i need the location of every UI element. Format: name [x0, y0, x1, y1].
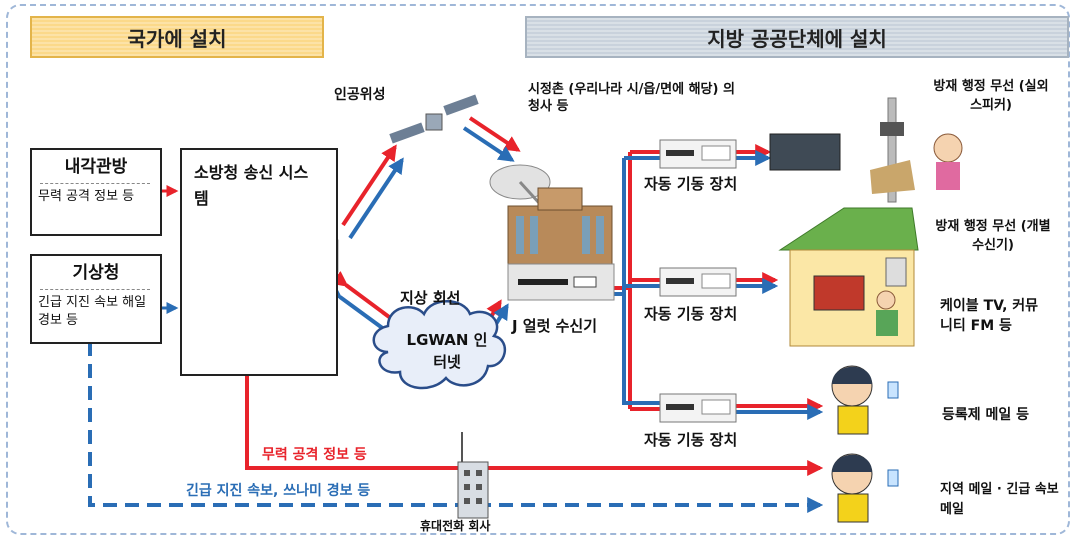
jma-box [30, 254, 162, 344]
jma-title: 기상청 [72, 263, 120, 283]
header-national: 국가에 설치 [30, 16, 324, 58]
arrow-fdma-sat-red [341, 144, 397, 227]
dish-illustration [489, 164, 551, 206]
output-outdoor: 방재 행정 무선 (실외 스피커) [933, 79, 1049, 113]
cabinet-divider [40, 183, 150, 184]
outdoor-speaker-illustration [769, 97, 963, 203]
line-armed-attack [245, 376, 824, 476]
jma-divider [40, 289, 150, 290]
municipal-building-illustration [507, 187, 615, 301]
lgwan-label: LGWAN 인터넷 [406, 331, 488, 371]
cabinet-title: 내각관방 [64, 157, 128, 177]
fdma-title: 소방청 송신 시스템 [194, 163, 309, 208]
mobile-carrier-building [457, 432, 489, 519]
fdma-box [180, 148, 338, 376]
arrow-fdma-sat-blue [348, 157, 404, 240]
auto-start-device-1 [659, 139, 737, 169]
house-illustration [778, 207, 919, 347]
jma-desc: 긴급 지진 속보 해일 경보 등 [38, 295, 147, 328]
header-local: 지방 공공단체에 설치 [525, 16, 1069, 58]
lgwan-cloud [372, 300, 507, 390]
output-registered-mail: 등록제 메일 등 [942, 407, 1030, 423]
ground-line-label: 지상 회선 [400, 289, 461, 307]
arrow-sat-dish-blue [462, 126, 515, 162]
person-phone-1 [831, 365, 899, 435]
output-indoor: 방재 행정 무선 (개별 수신기) [935, 219, 1051, 253]
satellite-label: 인공위성 [334, 87, 386, 103]
satellite-illustration [389, 94, 479, 144]
auto-start-label-2: 자동 기동 장치 [644, 305, 738, 323]
cabinet-desc: 무력 공격 정보 등 [38, 189, 135, 204]
diagram-frame [6, 4, 1070, 535]
line-quake-tsunami [88, 342, 824, 513]
auto-start-device-2 [659, 267, 737, 297]
line-quake-tsunami-label: 긴급 지진 속보, 쓰나미 경보 등 [186, 483, 371, 499]
municipal-label: 시정촌 (우리나라 시/읍/면에 해당) 의 청사 등 [528, 82, 735, 114]
mobile-carrier-label: 휴대전화 회사 [420, 519, 491, 533]
output-area-mail: 지역 메일 · 긴급 속보 메일 [940, 482, 1059, 517]
auto-start-device-3 [659, 393, 737, 423]
output-cable: 케이블 TV, 커뮤니티 FM 등 [940, 298, 1039, 335]
person-phone-2 [831, 453, 899, 523]
jalert-label: J 얼럿 수신기 [512, 317, 598, 335]
line-armed-attack-label: 무력 공격 정보 등 [262, 447, 367, 463]
cabinet-box [30, 148, 162, 236]
auto-start-label-1: 자동 기동 장치 [644, 175, 738, 193]
auto-start-label-3: 자동 기동 장치 [644, 431, 738, 449]
arrow-sat-dish-red [468, 116, 521, 152]
